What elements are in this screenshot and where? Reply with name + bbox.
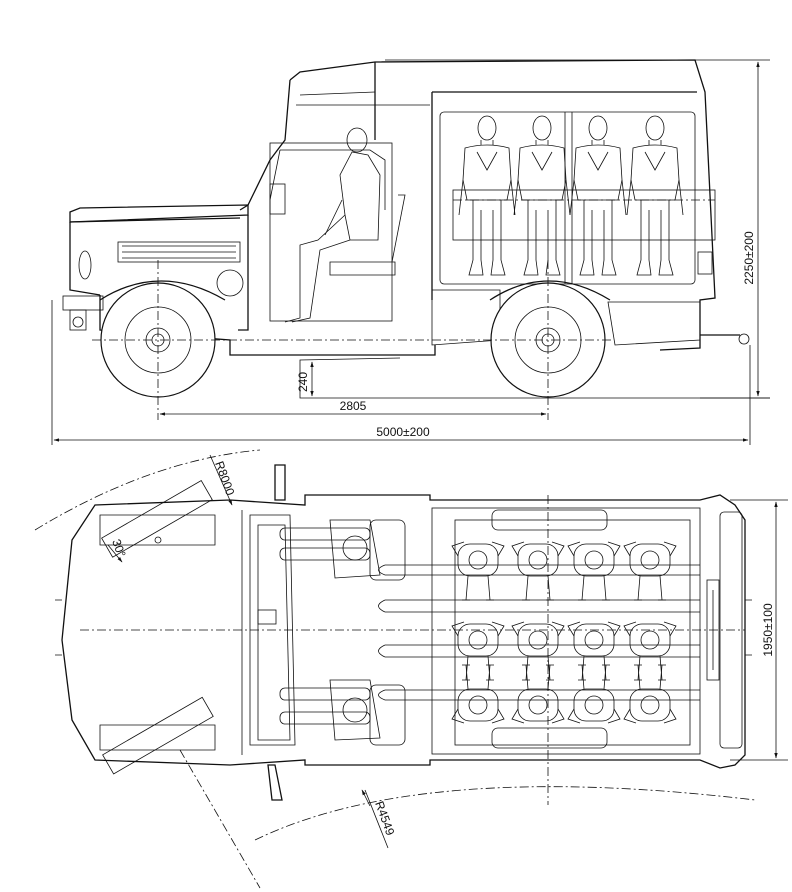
dim-ground-clearance-label: 240 bbox=[296, 372, 310, 392]
dim-angle-label: 30° bbox=[109, 537, 128, 559]
passenger-row-lower bbox=[451, 664, 677, 724]
dim-width-label: 1950±100 bbox=[761, 603, 775, 657]
dim-wheelbase-label: 2805 bbox=[340, 399, 367, 413]
dim-radius-outer-label: R8000 bbox=[212, 459, 237, 497]
side-view bbox=[51, 59, 770, 445]
top-view bbox=[34, 449, 788, 889]
dim-length-label: 5000±200 bbox=[376, 425, 430, 439]
dim-height-label: 2250±200 bbox=[742, 231, 756, 285]
passenger-row-upper bbox=[451, 541, 677, 681]
